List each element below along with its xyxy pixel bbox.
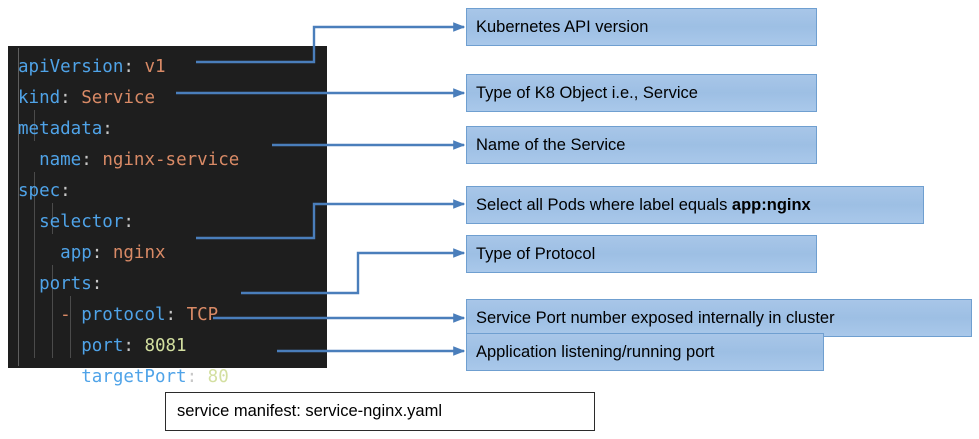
- annotation-text: Type of Protocol: [476, 245, 596, 263]
- annotation-name[interactable]: Name of the Service: [466, 126, 817, 164]
- code-value: v1: [144, 57, 166, 77]
- code-value: TCP: [186, 305, 219, 325]
- annotation-port[interactable]: Service Port number exposed internally i…: [466, 299, 972, 337]
- annotation-text: Service Port number exposed internally i…: [476, 309, 835, 327]
- code-value: 8081: [144, 336, 187, 356]
- code-key: app: [60, 243, 92, 263]
- code-colon: :: [123, 212, 134, 232]
- code-colon: :: [165, 305, 187, 325]
- annotation-text: Type of K8 Object i.e., Service: [476, 84, 698, 102]
- code-key: name: [39, 150, 82, 170]
- code-key: ports: [39, 274, 92, 294]
- code-value: 80: [207, 367, 229, 387]
- code-key: kind: [18, 88, 61, 108]
- annotation-text: Name of the Service: [476, 136, 626, 154]
- annotation-api-version[interactable]: Kubernetes API version: [466, 8, 817, 46]
- annotation-text: Select all Pods where label equals: [476, 196, 732, 214]
- code-colon: :: [60, 181, 71, 201]
- code-colon: :: [91, 243, 113, 263]
- code-line-6: app: nginx: [8, 238, 327, 269]
- code-line-10: targetPort: 80: [8, 362, 327, 393]
- annotation-bold-text: app:nginx: [731, 196, 811, 214]
- code-line-2: metadata:: [8, 114, 327, 145]
- code-key: protocol: [81, 305, 166, 325]
- code-colon: :: [81, 150, 103, 170]
- code-line-9: port: 8081: [8, 331, 327, 362]
- code-list-dash: -: [60, 305, 82, 325]
- annotation-text: Application listening/running port: [476, 343, 715, 361]
- code-key: targetPort: [81, 367, 187, 387]
- code-key: selector: [39, 212, 124, 232]
- code-line-7: ports:: [8, 269, 327, 300]
- code-line-0: apiVersion: v1: [8, 52, 327, 83]
- code-value: nginx-service: [102, 150, 240, 170]
- code-key: apiVersion: [18, 57, 124, 77]
- code-line-3: name: nginx-service: [8, 145, 327, 176]
- code-colon: :: [60, 88, 82, 108]
- code-colon: :: [123, 336, 145, 356]
- code-value: Service: [81, 88, 155, 108]
- code-key: spec: [18, 181, 61, 201]
- annotation-selector[interactable]: Select all Pods where label equals app:n…: [466, 186, 924, 224]
- code-value: nginx: [112, 243, 166, 263]
- code-colon: :: [102, 119, 113, 139]
- code-line-8: - protocol: TCP: [8, 300, 327, 331]
- annotation-target-port[interactable]: Application listening/running port: [466, 333, 824, 371]
- annotation-protocol[interactable]: Type of Protocol: [466, 235, 817, 273]
- code-line-5: selector:: [8, 207, 327, 238]
- code-key: metadata: [18, 119, 103, 139]
- code-line-1: kind: Service: [8, 83, 327, 114]
- caption-text: service manifest: service-nginx.yaml: [177, 402, 442, 420]
- yaml-code-block: apiVersion: v1 kind: Service metadata: n…: [8, 46, 327, 387]
- annotation-kind[interactable]: Type of K8 Object i.e., Service: [466, 74, 817, 112]
- annotation-text: Kubernetes API version: [476, 18, 649, 36]
- code-colon: :: [91, 274, 103, 294]
- code-line-4: spec:: [8, 176, 327, 207]
- code-colon: :: [186, 367, 208, 387]
- caption-box: service manifest: service-nginx.yaml: [165, 392, 595, 431]
- code-key: port: [81, 336, 124, 356]
- code-colon: :: [123, 57, 145, 77]
